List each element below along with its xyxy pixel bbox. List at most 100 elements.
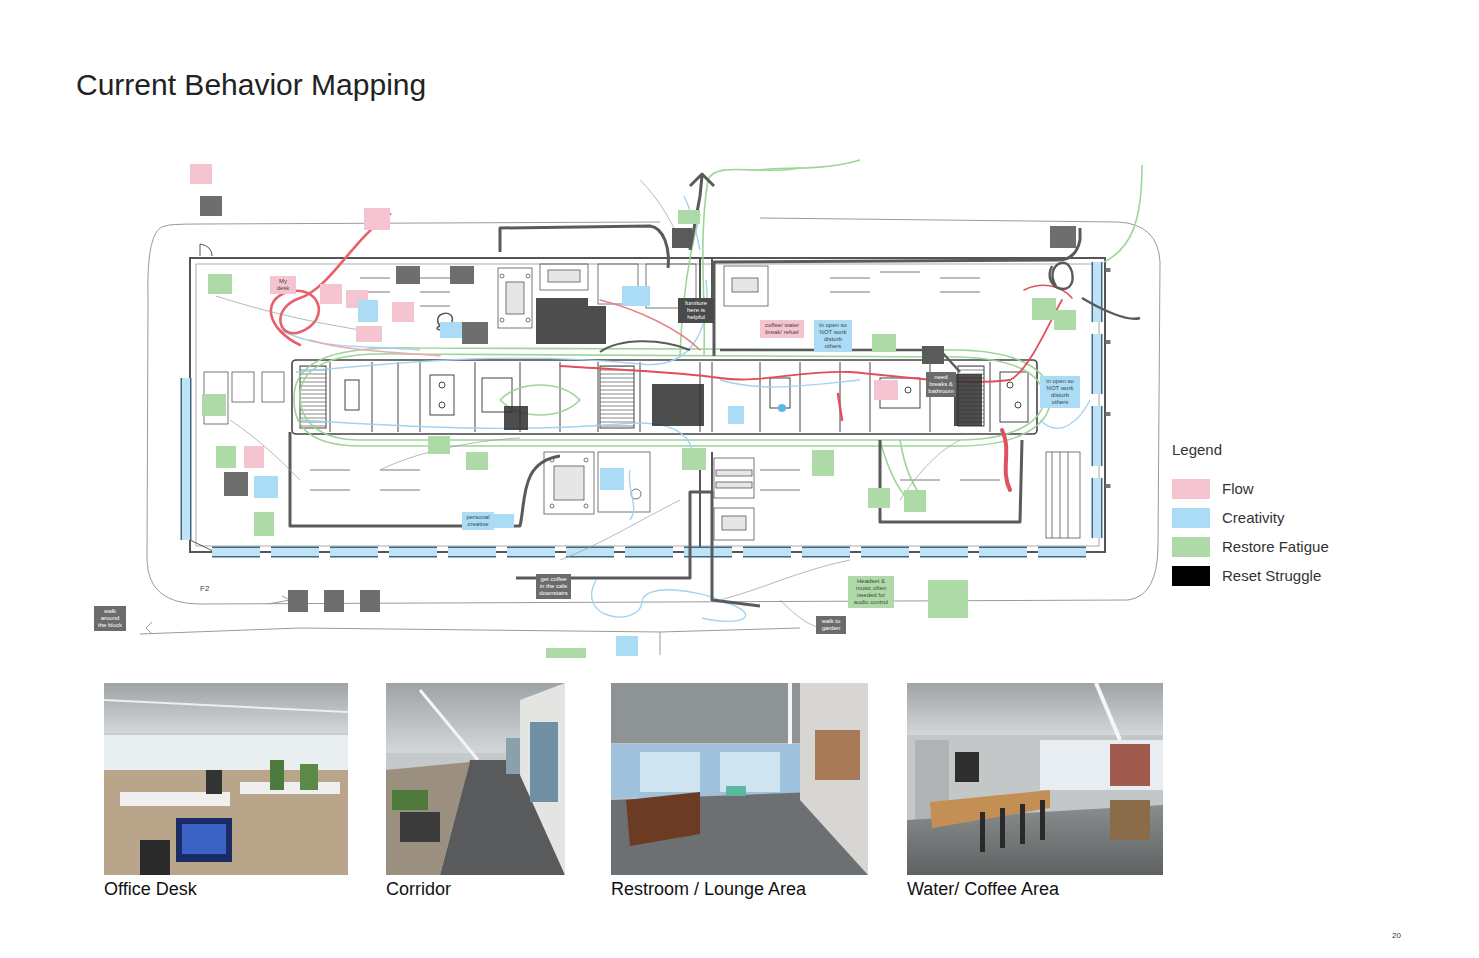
window-panes xyxy=(212,548,1088,556)
sticky-notes xyxy=(728,406,744,424)
sticky-notes xyxy=(360,590,380,612)
window-panes xyxy=(181,378,192,540)
window-panes xyxy=(212,547,1088,558)
furniture xyxy=(526,318,530,322)
note-text: walk to garden xyxy=(818,618,844,632)
reset-struggle-paths xyxy=(290,432,560,526)
core-rooms xyxy=(430,375,454,415)
note-text: My desk xyxy=(272,278,294,292)
photo-coffee-area xyxy=(907,683,1163,735)
reset-struggle-paths xyxy=(600,341,690,352)
sticky-notes xyxy=(224,472,248,496)
building-walls xyxy=(699,258,701,300)
creativity-paths xyxy=(720,380,860,387)
building-walls xyxy=(190,258,1105,552)
furniture xyxy=(1046,452,1080,538)
note-text: walk around the block xyxy=(96,608,124,629)
sticky-notes xyxy=(428,436,450,454)
photo-office-desk xyxy=(240,782,340,794)
furniture xyxy=(732,278,758,292)
sticky-notes xyxy=(874,380,898,400)
legend-text: Restore Fatigue xyxy=(1222,538,1329,555)
flow-paths xyxy=(838,394,842,420)
reset-struggle-paths xyxy=(516,492,760,606)
sticky-notes xyxy=(200,196,222,216)
reset-struggle-paths xyxy=(500,226,668,268)
photo-coffee-area xyxy=(955,752,979,782)
photo-lounge xyxy=(611,683,868,875)
flow-paths xyxy=(271,214,1072,490)
sticky-note: in open so NOT work disturb others xyxy=(814,320,852,352)
page-title: Current Behavior Mapping xyxy=(76,68,426,102)
note-text: get coffee in the cafe downstairs xyxy=(538,576,569,597)
furniture xyxy=(722,516,746,530)
core-rooms xyxy=(345,380,359,410)
sticky-note: walk around the block xyxy=(94,606,126,631)
reset-struggle-blocks xyxy=(566,306,606,344)
photo-coffee-area xyxy=(1096,683,1120,740)
photo-coffee-area xyxy=(930,790,1050,828)
sticky-notes xyxy=(190,164,212,184)
sticky-notes xyxy=(358,300,378,322)
reset-struggle-blocks xyxy=(954,374,982,426)
legend-text: Creativity xyxy=(1222,509,1285,526)
sticky-notes xyxy=(1054,310,1076,330)
photo-corridor xyxy=(386,683,565,875)
restore-fatigue-paths xyxy=(760,160,860,170)
sticky-notes xyxy=(462,322,488,344)
photo-coffee-area xyxy=(1110,800,1150,840)
building-walls xyxy=(190,244,1105,552)
photo-corridor xyxy=(506,738,520,774)
building-walls xyxy=(190,540,215,552)
furniture xyxy=(714,458,754,498)
photo-caption: Corridor xyxy=(386,879,451,900)
note-text: furniture here is helpful xyxy=(680,300,712,321)
note-text: in open so NOT work disturb others xyxy=(1042,378,1078,406)
restore-fatigue-paths xyxy=(300,354,1044,440)
reset-struggle-paths xyxy=(714,228,1080,356)
reset-struggle-blocks xyxy=(504,406,528,430)
legend-swatch xyxy=(1172,537,1210,557)
photo-corridor xyxy=(392,790,428,810)
photo-coffee-area xyxy=(1000,808,1005,848)
window-panes xyxy=(186,262,1108,552)
sticky-notes xyxy=(622,286,650,306)
core-rooms xyxy=(770,378,790,408)
furniture xyxy=(498,268,532,328)
photo-corridor xyxy=(386,683,565,875)
reset-struggle-paths xyxy=(1050,263,1073,289)
photo-office-desk xyxy=(104,683,348,733)
photo-office-desk xyxy=(104,683,348,875)
furniture xyxy=(550,504,554,508)
note-text: in open so NOT work disturb others xyxy=(816,322,850,350)
creativity-paths xyxy=(300,420,692,470)
furniture xyxy=(204,264,1080,540)
sticky-notes xyxy=(682,448,706,470)
flow-paths xyxy=(1024,285,1072,298)
thin-walk-lines xyxy=(560,500,680,560)
furniture xyxy=(1052,452,1068,538)
outer-walk-line xyxy=(147,218,1160,604)
sticky-notes xyxy=(324,590,344,612)
sticky-note: Headset & music often needed for audio c… xyxy=(848,576,894,608)
furniture xyxy=(716,482,752,488)
sticky-notes xyxy=(244,446,264,468)
photo-lounge xyxy=(611,744,801,798)
sticky-notes xyxy=(904,490,926,512)
sticky-notes xyxy=(450,266,474,284)
photo-lounge xyxy=(815,730,860,780)
thin-walk-lines xyxy=(230,420,300,480)
restore-fatigue-paths xyxy=(294,160,1142,505)
photo-caption: Office Desk xyxy=(104,879,197,900)
photo-lounge xyxy=(800,683,868,875)
thin-walk-lines xyxy=(216,180,960,628)
sticky-notes xyxy=(320,284,342,304)
photo-corridor xyxy=(520,683,565,875)
sticky-notes xyxy=(288,590,308,612)
furniture xyxy=(544,452,594,514)
core-rooms xyxy=(1007,382,1013,388)
photo-lounge xyxy=(640,752,700,792)
